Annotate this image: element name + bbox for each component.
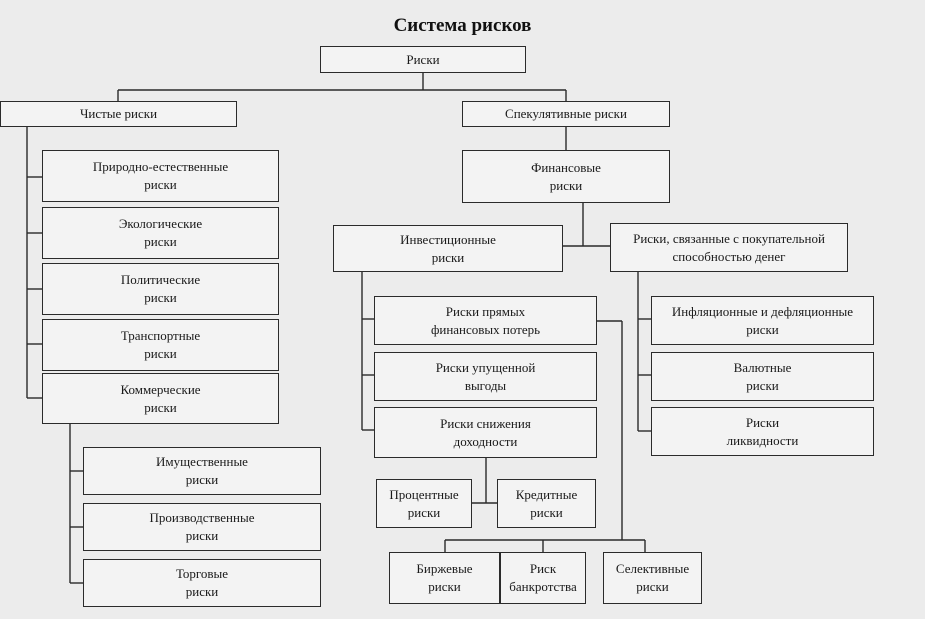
node-label-line2: банкротства [509, 579, 577, 594]
node-label-line1: Риски снижения [440, 415, 531, 431]
node-label-line2: риски [144, 290, 177, 305]
node-label: Чистые риски [79, 106, 158, 121]
node-label-line1: Риски упущенной [435, 359, 536, 375]
node-label-line1: Транспортные [120, 328, 201, 343]
node-investment-risks: Инвестиционные риски [333, 225, 563, 272]
node-lost-profit-risks: Риски упущенной выгоды [374, 352, 597, 401]
node-currency-risks: Валютные риски [651, 352, 874, 401]
node-inflation-deflation-risks: Инфляционные и дефляционные риски [651, 296, 874, 345]
node-label-line2: риски [530, 504, 563, 520]
node-label: Спекулятивные риски [505, 106, 627, 121]
node-credit-risks: Кредитные риски [497, 479, 596, 528]
node-label-line1: Биржевые [416, 561, 473, 576]
node-label-line1: Риски [745, 414, 780, 430]
node-label-line1: Финансовые [531, 159, 601, 175]
node-label-line2: риски [746, 377, 779, 393]
node-label-line2: риски [428, 579, 461, 594]
node-label-line2: риски [185, 584, 219, 599]
node-label-line2: риски [144, 177, 177, 192]
node-label: Риски [406, 51, 440, 67]
node-transport-risks: Транспортные риски [42, 319, 279, 371]
node-label-line1: Коммерческие [120, 381, 201, 397]
node-direct-loss-risks: Риски прямых финансовых потерь [374, 296, 597, 345]
node-label-line2: риски [431, 249, 465, 265]
node-risks: Риски [320, 46, 526, 73]
node-label-line2: финансовых потерь [430, 321, 541, 337]
node-label-line1: Инфляционные и дефляционные [671, 303, 854, 319]
node-label-line1: Инвестиционные [400, 231, 496, 247]
node-label-line1: Природно-естественные [92, 159, 229, 174]
node-label-line1: Кредитные [515, 486, 578, 502]
node-label-line1: Производственные [149, 510, 255, 525]
node-trade-risks: Торговые риски [83, 559, 321, 607]
node-label-line2: риски [185, 472, 219, 487]
node-label-line2: способностью денег [672, 248, 786, 264]
node-label-line1: Имущественные [156, 454, 248, 469]
node-label-line1: Селективные [615, 561, 690, 576]
node-label-line2: доходности [453, 433, 518, 449]
node-production-risks: Производственные риски [83, 503, 321, 551]
node-label-line1: Риск [529, 561, 557, 576]
node-natural-risks: Природно-естественные риски [42, 150, 279, 202]
node-liquidity-risks: Риски ликвидности [651, 407, 874, 456]
node-purchasing-power-risks: Риски, связанные с покупательной способно… [610, 223, 848, 272]
node-label-line2: ликвидности [726, 432, 799, 448]
node-label-line1: Экологические [118, 216, 203, 231]
node-commercial-risks: Коммерческие риски [42, 373, 279, 424]
node-property-risks: Имущественные риски [83, 447, 321, 495]
node-label-line1: Риски прямых [445, 303, 526, 319]
node-label-line2: риски [549, 177, 583, 193]
node-label-line2: риски [144, 399, 177, 415]
node-label-line2: риски [144, 346, 177, 361]
node-label-line1: Валютные [733, 359, 792, 375]
node-yield-decline-risks: Риски снижения доходности [374, 407, 597, 458]
node-ecological-risks: Экологические риски [42, 207, 279, 259]
node-label-line2: риски [185, 528, 219, 543]
node-label-line1: Торговые [175, 566, 229, 581]
node-selective-risks: Селективные риски [603, 552, 702, 604]
node-pure-risks: Чистые риски [0, 101, 237, 127]
node-label-line2: выгоды [464, 377, 507, 393]
node-label-line1: Процентные [389, 486, 459, 502]
node-exchange-risks: Биржевые риски [389, 552, 500, 604]
node-speculative-risks: Спекулятивные риски [462, 101, 670, 127]
diagram-title: Система рисков [393, 15, 532, 36]
node-bankruptcy-risk: Риск банкротства [500, 552, 586, 604]
node-interest-rate-risks: Процентные риски [376, 479, 472, 528]
node-label-line2: риски [636, 579, 669, 594]
node-label-line1: Риски, связанные с покупательной [633, 230, 825, 246]
node-label-line1: Политические [120, 272, 201, 287]
node-political-risks: Политические риски [42, 263, 279, 315]
node-label-line2: риски [746, 321, 779, 337]
node-label-line2: риски [407, 504, 441, 520]
node-label-line2: риски [144, 234, 177, 249]
node-financial-risks: Финансовые риски [462, 150, 670, 203]
